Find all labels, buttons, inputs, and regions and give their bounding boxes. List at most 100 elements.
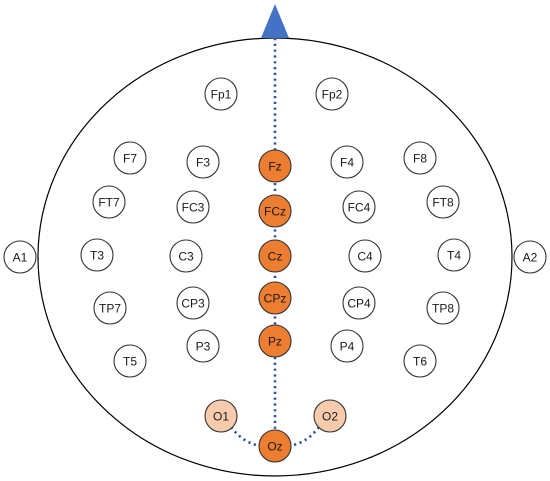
electrode-label: C4 xyxy=(357,250,373,264)
electrode-a2: A2 xyxy=(513,240,547,274)
electrode-circle xyxy=(258,239,292,273)
electrode-label: FT8 xyxy=(432,196,454,210)
electrode-label: F7 xyxy=(123,152,137,166)
electrode-fc3: FC3 xyxy=(176,190,210,224)
electrode-oz: Oz xyxy=(258,429,292,463)
electrode-circle xyxy=(426,185,460,219)
electrode-cp3: CP3 xyxy=(176,286,210,320)
electrode-circle xyxy=(258,324,292,358)
electrode-circle xyxy=(176,190,210,224)
electrode-label: FC3 xyxy=(182,201,205,215)
electrode-circle xyxy=(513,240,547,274)
electrode-p4: P4 xyxy=(330,329,364,363)
electrode-fp2: Fp2 xyxy=(315,77,349,111)
electrode-circle xyxy=(258,281,292,315)
electrode-a1: A1 xyxy=(3,240,37,274)
electrode-label: A1 xyxy=(13,251,28,265)
electrode-label: TP7 xyxy=(99,302,121,316)
electrode-o1: O1 xyxy=(204,399,238,433)
electrode-pz: Pz xyxy=(258,324,292,358)
electrode-circle xyxy=(315,77,349,111)
electrode-circle xyxy=(176,286,210,320)
electrode-circle xyxy=(348,239,382,273)
electrode-cpz: CPz xyxy=(258,281,292,315)
electrode-label: P4 xyxy=(340,340,355,354)
electrode-circle xyxy=(313,399,347,433)
electrode-circle xyxy=(330,145,364,179)
electrode-t5: T5 xyxy=(113,344,147,378)
electrode-c3: C3 xyxy=(169,239,203,273)
electrode-ft7: FT7 xyxy=(92,185,126,219)
electrode-circle xyxy=(204,77,238,111)
electrode-fz: Fz xyxy=(258,149,292,183)
electrode-circle xyxy=(204,399,238,433)
electrode-t6: T6 xyxy=(403,344,437,378)
electrode-label: Fz xyxy=(268,160,281,174)
electrode-circle xyxy=(258,429,292,463)
electrode-circle xyxy=(80,238,114,272)
nose-triangle xyxy=(261,4,289,38)
electrode-label: O1 xyxy=(213,410,229,424)
electrode-circle xyxy=(93,291,127,325)
electrode-circle xyxy=(330,329,364,363)
electrode-t4: T4 xyxy=(437,238,471,272)
electrode-cp4: CP4 xyxy=(342,286,376,320)
electrode-circle xyxy=(403,344,437,378)
electrode-label: T6 xyxy=(413,355,427,369)
electrode-label: A2 xyxy=(523,251,538,265)
electrode-circle xyxy=(258,194,292,228)
electrode-label: Pz xyxy=(268,335,282,349)
electrode-circle xyxy=(113,344,147,378)
electrode-circle xyxy=(3,240,37,274)
electrode-label: CP4 xyxy=(347,297,371,311)
electrode-cz: Cz xyxy=(258,239,292,273)
electrode-f7: F7 xyxy=(113,141,147,175)
electrode-label: FC4 xyxy=(348,201,371,215)
electrode-label: TP8 xyxy=(432,302,454,316)
electrode-fp1: Fp1 xyxy=(204,77,238,111)
electrode-tp8: TP8 xyxy=(426,291,460,325)
electrode-circle xyxy=(169,239,203,273)
electrode-tp7: TP7 xyxy=(93,291,127,325)
electrode-o2: O2 xyxy=(313,399,347,433)
electrode-label: FT7 xyxy=(98,196,120,210)
electrode-circle xyxy=(403,141,437,175)
occipital-curve-left xyxy=(229,426,263,448)
electrode-circle xyxy=(258,149,292,183)
electrode-label: T5 xyxy=(123,355,137,369)
electrode-fc4: FC4 xyxy=(342,190,376,224)
electrode-label: T4 xyxy=(447,249,461,263)
electrode-label: F4 xyxy=(340,156,354,170)
electrode-circle xyxy=(92,185,126,219)
electrode-label: Fp2 xyxy=(322,88,343,102)
electrode-ft8: FT8 xyxy=(426,185,460,219)
electrode-fcz: FCz xyxy=(258,194,292,228)
electrode-label: O2 xyxy=(322,410,338,424)
electrode-label: T3 xyxy=(90,249,104,263)
electrode-label: Cz xyxy=(268,250,283,264)
electrode-label: C3 xyxy=(178,250,194,264)
electrode-label: F8 xyxy=(413,152,427,166)
electrode-label: Oz xyxy=(267,440,282,454)
electrode-circle xyxy=(113,141,147,175)
electrode-circle xyxy=(186,329,220,363)
electrode-circle xyxy=(342,190,376,224)
electrode-f4: F4 xyxy=(330,145,364,179)
electrode-c4: C4 xyxy=(348,239,382,273)
electrode-p3: P3 xyxy=(186,329,220,363)
electrode-label: CPz xyxy=(264,292,287,306)
electrode-label: F3 xyxy=(196,156,210,170)
electrode-circle xyxy=(342,286,376,320)
electrode-circle xyxy=(186,145,220,179)
electrode-circle xyxy=(437,238,471,272)
electrode-t3: T3 xyxy=(80,238,114,272)
electrode-f3: F3 xyxy=(186,145,220,179)
electrode-circle xyxy=(426,291,460,325)
electrode-label: Fp1 xyxy=(211,88,232,102)
electrode-label: FCz xyxy=(264,205,286,219)
electrode-label: CP3 xyxy=(181,297,205,311)
occipital-curve-right xyxy=(287,426,321,448)
